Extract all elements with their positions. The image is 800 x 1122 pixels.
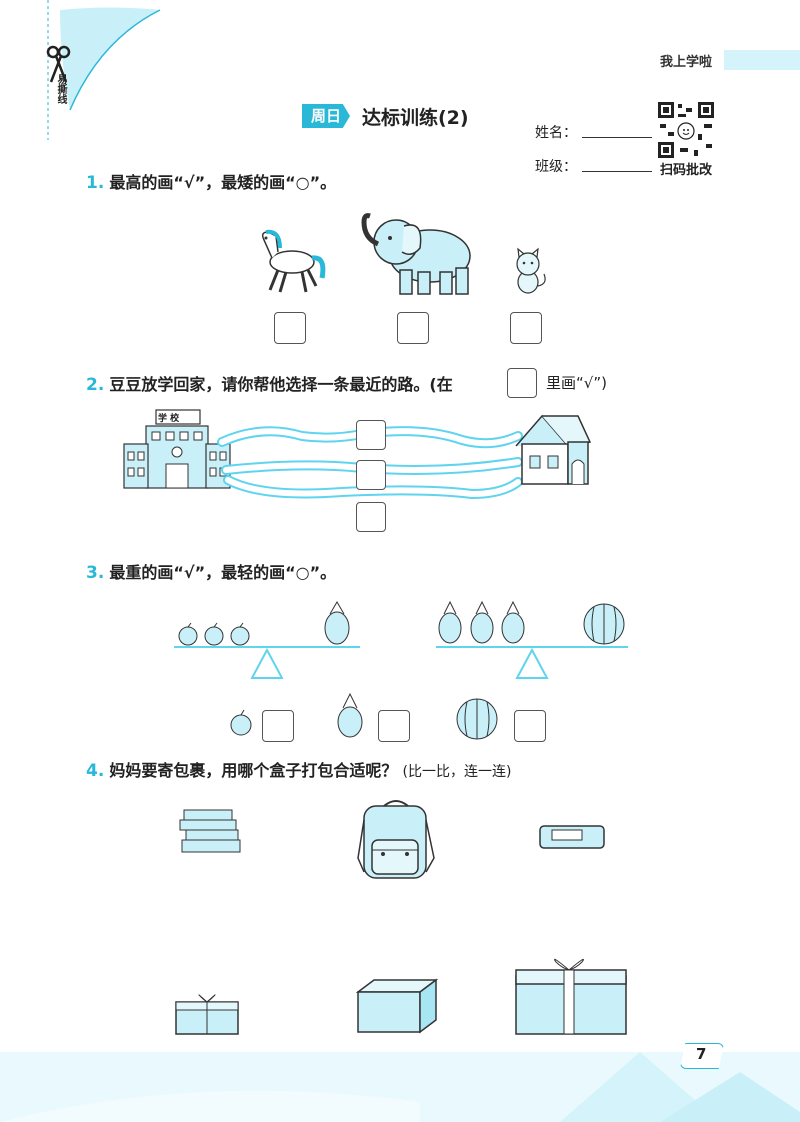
pencil-case-illustration xyxy=(539,825,605,849)
question-text: 最重的画“√”，最轻的画“○”。 xyxy=(109,563,337,582)
house-illustration xyxy=(515,414,592,485)
answer-box-road-2[interactable] xyxy=(356,460,386,490)
watermelon-icon xyxy=(456,698,498,740)
question-2: 2. 豆豆放学回家，请你帮他选择一条最近的路。(在 xyxy=(86,371,453,395)
question-number: 2. xyxy=(86,375,105,395)
school-illustration xyxy=(123,409,231,489)
page-title: 达标训练(2) xyxy=(362,107,469,129)
footer-decoration xyxy=(0,1052,800,1122)
answer-box-horse[interactable] xyxy=(274,312,306,344)
question-number: 4. xyxy=(86,761,105,781)
question-text: 妈妈要寄包裹，用哪个盒子打包合适呢？ xyxy=(109,761,398,780)
answer-box-road-1[interactable] xyxy=(356,420,386,450)
question-number: 3. xyxy=(86,563,105,583)
question-text: 豆豆放学回家，请你帮他选择一条最近的路。(在 xyxy=(109,375,453,394)
apple-icon xyxy=(230,709,252,736)
qr-caption: 扫码批改 xyxy=(660,163,713,178)
balance-scale-2 xyxy=(436,600,628,679)
question-text: 最高的画“√”，最矮的画“○”。 xyxy=(109,173,337,192)
question-1: 1. 最高的画“√”，最矮的画“○”。 xyxy=(86,169,336,193)
balance-scale-1 xyxy=(174,601,360,679)
answer-box-cat[interactable] xyxy=(510,312,542,344)
example-box xyxy=(507,368,537,398)
answer-box-road-3[interactable] xyxy=(356,502,386,532)
pineapple-icon xyxy=(337,692,363,738)
cat-illustration xyxy=(516,247,546,294)
name-field[interactable] xyxy=(582,137,652,138)
name-label: 姓名： xyxy=(535,125,577,141)
small-gift-box[interactable] xyxy=(174,992,244,1036)
section-tag: 我上学啦 xyxy=(660,55,713,70)
school-sign: 学 校 xyxy=(158,414,180,424)
backpack-illustration[interactable] xyxy=(356,798,436,882)
question-hint: (比一比，连一连) xyxy=(402,764,512,780)
books-illustration xyxy=(179,809,241,853)
answer-box-apple[interactable] xyxy=(262,710,294,742)
qr-code-icon[interactable] xyxy=(658,102,714,158)
question-text-after: 里画“√”) xyxy=(546,374,607,392)
day-badge: 周日 xyxy=(302,104,350,128)
road-paths xyxy=(217,426,523,500)
top-right-bar xyxy=(724,50,800,70)
answer-box-elephant[interactable] xyxy=(397,312,429,344)
large-gift-box[interactable] xyxy=(514,956,630,1036)
question-3: 3. 最重的画“√”，最轻的画“○”。 xyxy=(86,559,336,583)
corner-decoration xyxy=(47,0,161,140)
horse-illustration xyxy=(261,229,326,293)
tear-line-label: 易撕线 xyxy=(55,74,66,104)
scissors-icon xyxy=(46,45,71,83)
question-number: 1. xyxy=(86,173,105,193)
medium-box[interactable] xyxy=(355,976,439,1034)
answer-box-watermelon[interactable] xyxy=(514,710,546,742)
elephant-illustration xyxy=(361,213,471,295)
page-number: 7 xyxy=(696,1045,707,1063)
answer-box-pineapple[interactable] xyxy=(378,710,410,742)
question-4: 4. 妈妈要寄包裹，用哪个盒子打包合适呢？ (比一比，连一连) xyxy=(86,757,511,781)
day-badge-label: 周日 xyxy=(310,107,341,125)
class-label: 班级： xyxy=(535,159,577,175)
class-field[interactable] xyxy=(582,171,652,172)
